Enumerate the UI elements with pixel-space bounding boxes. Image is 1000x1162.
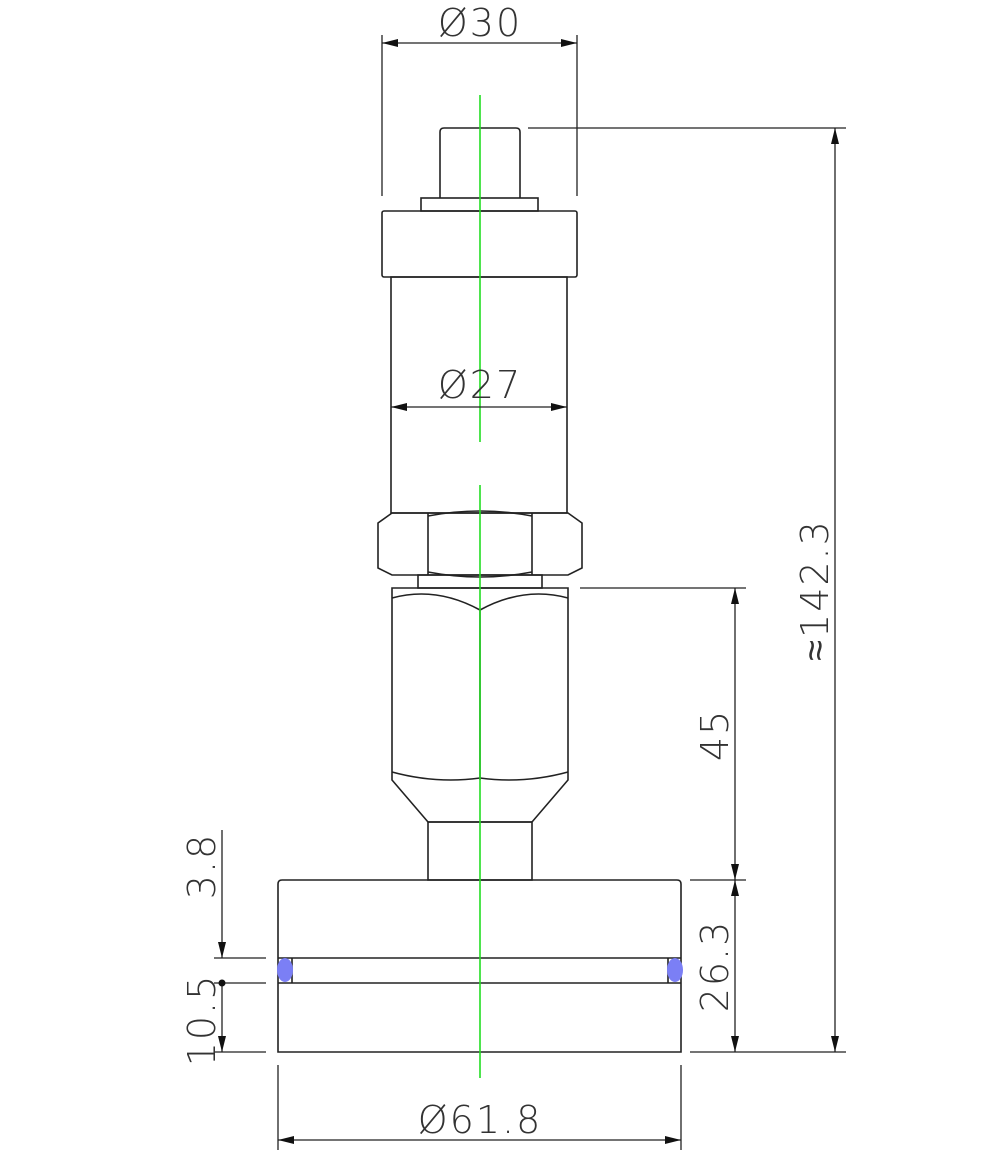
- dim-body-diameter: Ø27: [391, 363, 567, 411]
- dim-base-diameter: Ø61.8: [277, 1065, 682, 1150]
- dim-groove: 3.8 10.5: [180, 830, 266, 1066]
- dim-base-height: 26.3: [693, 880, 739, 1052]
- dim-hex-height: 45: [580, 587, 746, 881]
- dim-label-groove-offset: 3.8: [180, 833, 224, 899]
- dim-label-hex-height: 45: [693, 709, 737, 761]
- o-ring-left: [277, 958, 293, 982]
- dim-label-top-diameter: Ø30: [438, 1, 522, 45]
- dim-label-base-height: 26.3: [693, 920, 737, 1013]
- dim-label-groove-to-bottom: 10.5: [180, 974, 224, 1067]
- o-ring-right: [667, 958, 683, 982]
- dim-label-base-diameter: Ø61.8: [418, 1098, 543, 1142]
- dim-top-diameter: Ø30: [381, 1, 578, 196]
- dim-label-body-diameter: Ø27: [438, 363, 522, 407]
- dim-label-overall-height: ≈142.3: [793, 519, 837, 661]
- dim-overall-height: ≈142.3: [528, 127, 846, 1053]
